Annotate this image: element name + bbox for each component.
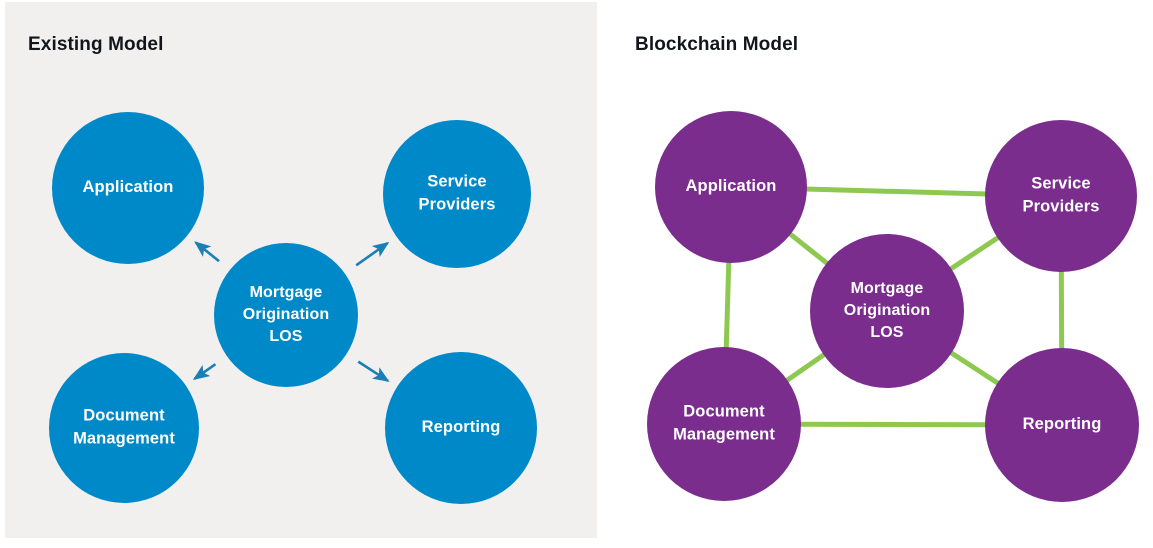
node-circle-service-providers[interactable]: [985, 120, 1137, 272]
node-existing-reporting[interactable]: Reporting: [385, 352, 537, 504]
blockchain-model-title: Blockchain Model: [635, 34, 799, 55]
node-label-line: Reporting: [1023, 415, 1102, 433]
node-label-line: Service: [1031, 175, 1090, 193]
node-circle-document-management[interactable]: [49, 353, 199, 503]
panel-blockchain-model: Blockchain Model: [600, 0, 1153, 548]
connection-application-to-service-providers: [804, 186, 988, 197]
node-label-line: Mortgage: [851, 280, 924, 297]
node-label-line: Management: [673, 426, 775, 444]
connection-document-management-to-mortgage-origination-los: [784, 351, 827, 384]
node-circle-mortgage-origination-los[interactable]: [810, 234, 964, 388]
connection-application-to-mortgage-origination-los: [787, 231, 830, 267]
connection-document-management-to-reporting: [798, 421, 988, 428]
existing-model-title: Existing Model: [28, 34, 164, 55]
node-label-line: Management: [73, 430, 175, 448]
node-label-line: Mortgage: [250, 284, 323, 301]
node-circle-service-providers[interactable]: [383, 120, 531, 268]
connection-service-providers-to-mortgage-origination-los: [948, 234, 1001, 272]
node-existing-application[interactable]: Application: [52, 112, 204, 264]
node-circle-application[interactable]: [655, 111, 807, 263]
node-circle-application[interactable]: [52, 112, 204, 264]
node-label-application: Application: [83, 178, 174, 196]
connection-reporting-to-mortgage-origination-los: [948, 349, 1001, 387]
connection-mortgage-origination-los-to-application: [194, 241, 220, 263]
node-label-line: Application: [83, 178, 174, 196]
node-circle-document-management[interactable]: [647, 347, 801, 501]
node-label-reporting: Reporting: [1023, 415, 1102, 433]
node-label-line: Service: [427, 173, 486, 191]
connection-mortgage-origination-los-to-service-providers: [355, 241, 390, 267]
connections-layer: [192, 186, 1065, 428]
node-label-reporting: Reporting: [422, 418, 501, 436]
node-label-application: Application: [686, 177, 777, 195]
node-label-line: Reporting: [422, 418, 501, 436]
node-label-line: Document: [683, 403, 765, 421]
connection-application-to-document-management: [723, 260, 732, 350]
connection-mortgage-origination-los-to-document-management: [192, 363, 217, 380]
node-label-line: Origination: [243, 306, 329, 323]
node-blockchain-application[interactable]: Application: [655, 111, 807, 263]
node-label-line: Application: [686, 177, 777, 195]
connection-mortgage-origination-los-to-reporting: [357, 360, 390, 382]
node-label-line: LOS: [269, 328, 302, 345]
node-label-line: Document: [83, 407, 165, 425]
node-label-line: LOS: [870, 324, 903, 341]
node-label-line: Origination: [844, 302, 930, 319]
node-label-line: Providers: [418, 196, 495, 214]
node-circle-reporting[interactable]: [985, 348, 1139, 502]
node-label-line: Providers: [1022, 198, 1099, 216]
node-circle-mortgage-origination-los[interactable]: [214, 243, 358, 387]
node-blockchain-reporting[interactable]: Reporting: [985, 348, 1139, 502]
node-circle-reporting[interactable]: [385, 352, 537, 504]
